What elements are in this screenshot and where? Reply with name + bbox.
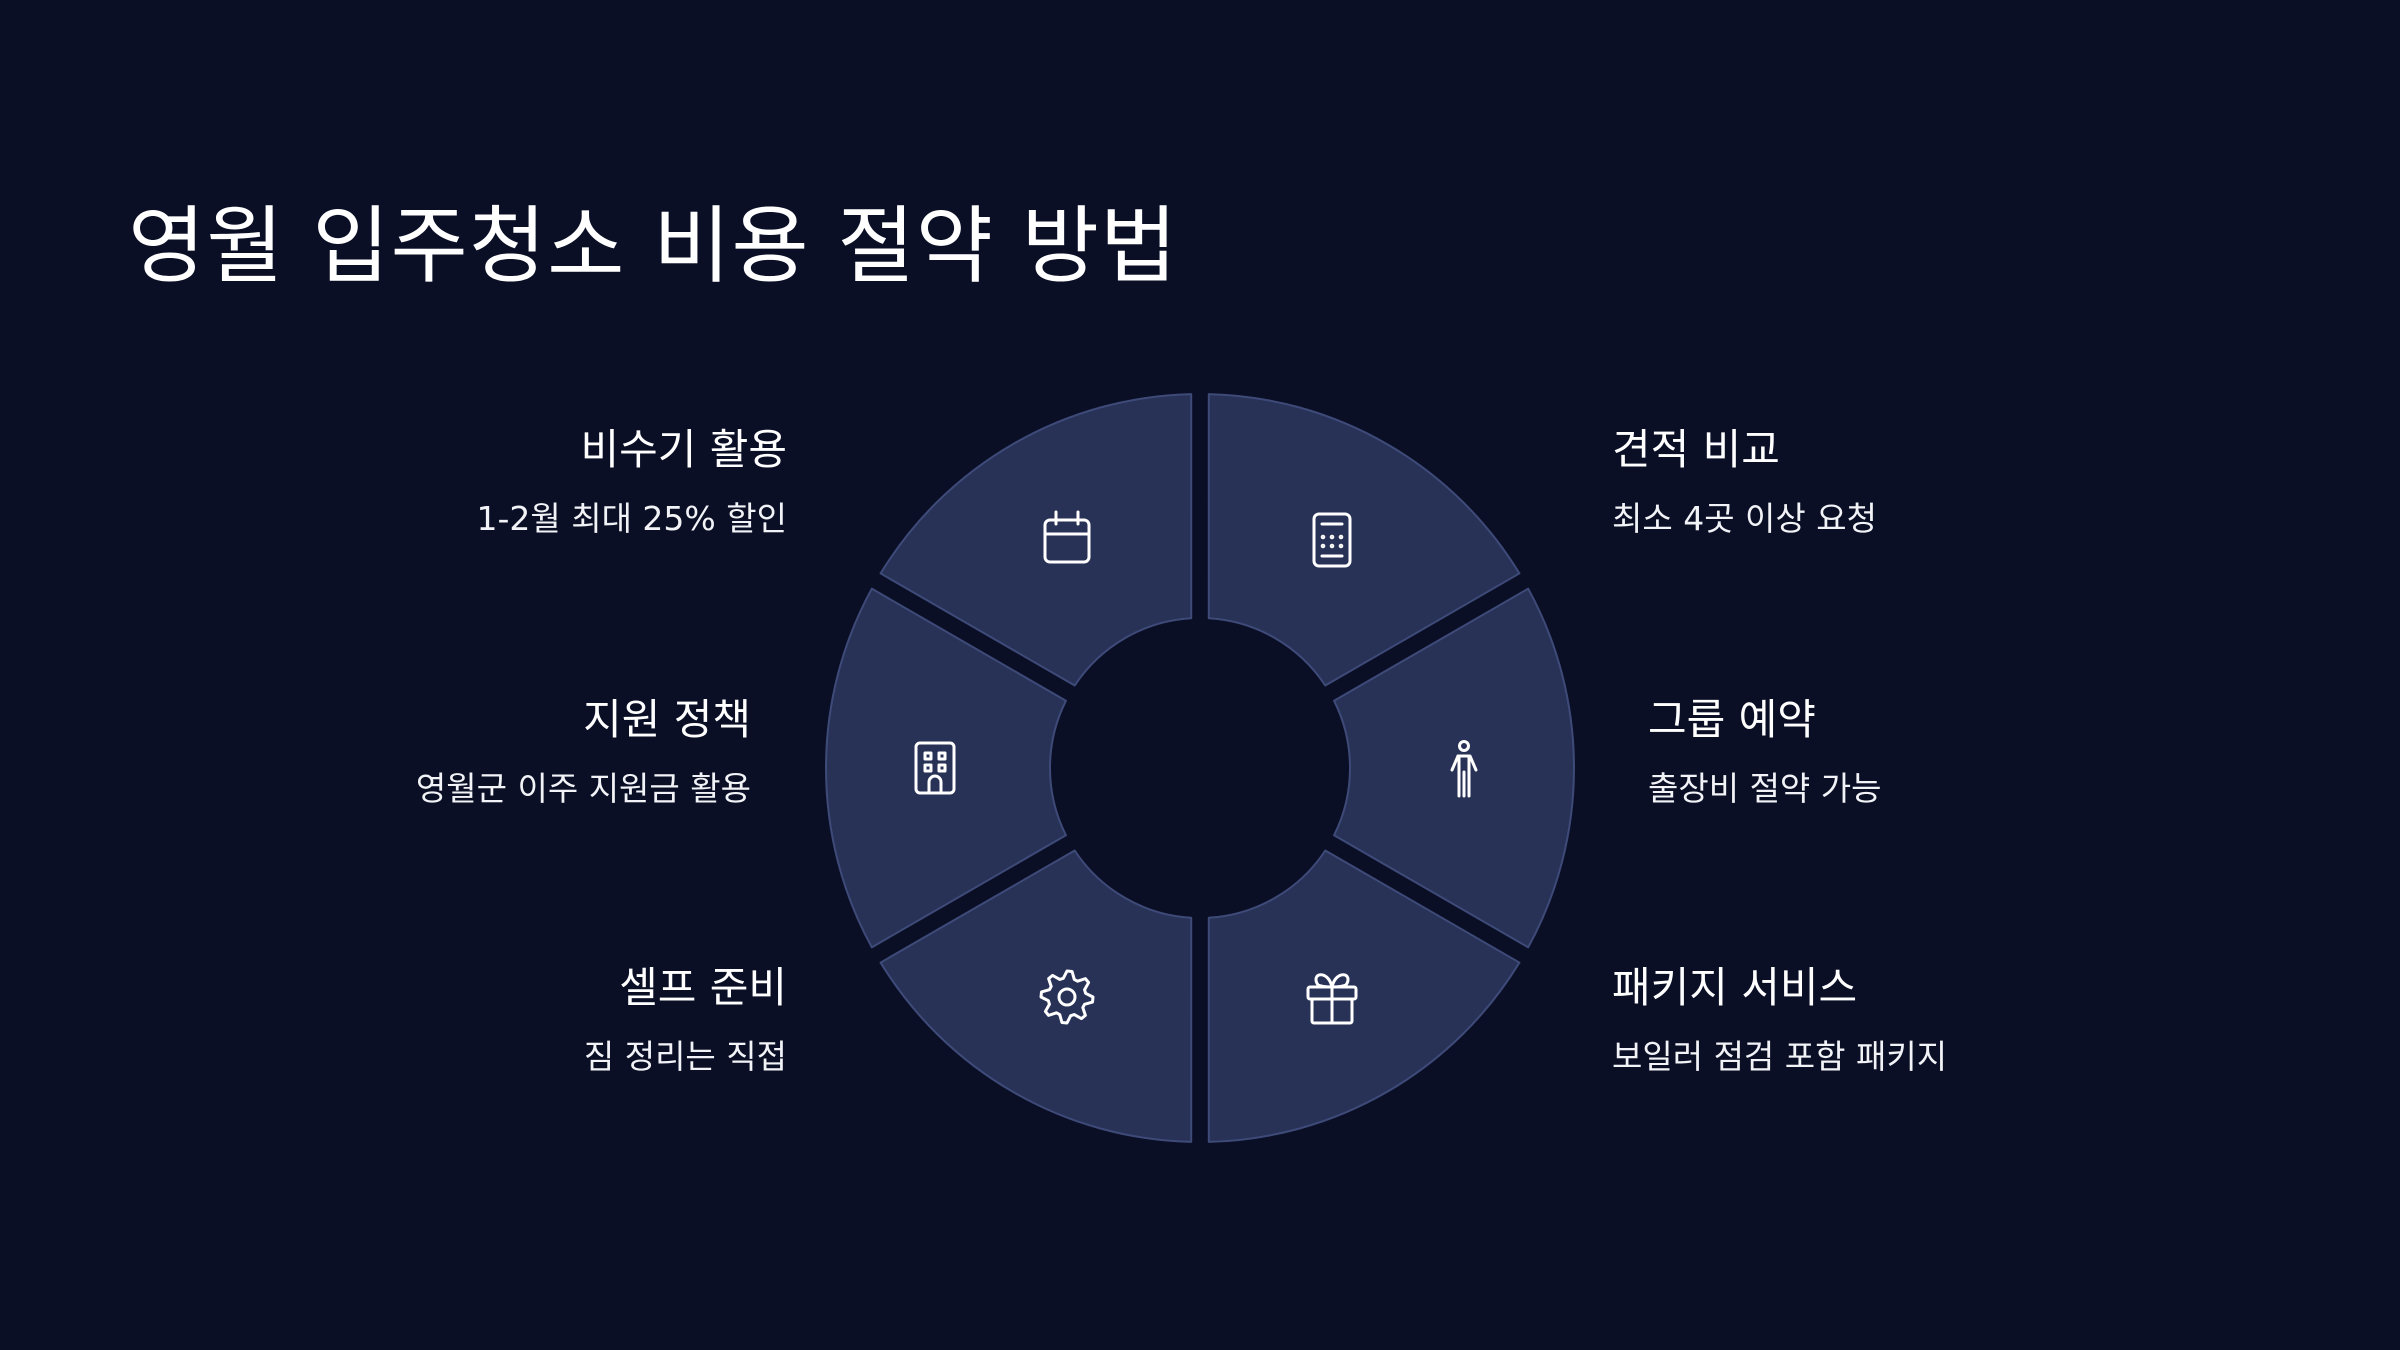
segment-self-prep	[879, 849, 1193, 1143]
item-group-booking: 그룹 예약 출장비 절약 가능	[1648, 695, 1882, 809]
calendar-icon	[1043, 510, 1091, 564]
item-heading: 지원 정책	[583, 695, 751, 744]
item-subtext: 최소 4곳 이상 요청	[1612, 499, 1877, 539]
item-heading: 견적 비교	[1612, 425, 1780, 474]
item-subtext: 보일러 점검 포함 패키지	[1612, 1037, 1948, 1077]
segment-quote-compare	[1207, 393, 1521, 687]
segment-package-service	[1207, 849, 1521, 1143]
item-quote-compare: 견적 비교 최소 4곳 이상 요청	[1612, 425, 1877, 539]
page-title: 영월 입주청소 비용 절약 방법	[128, 197, 1179, 295]
item-subtext: 짐 정리는 직접	[583, 1037, 787, 1077]
item-support-policy: 지원 정책 영월군 이주 지원금 활용	[416, 695, 751, 809]
item-heading: 그룹 예약	[1648, 695, 1816, 744]
calculator-icon	[1312, 512, 1352, 568]
gear-icon	[1039, 969, 1095, 1025]
item-heading: 패키지 서비스	[1612, 963, 1858, 1012]
item-subtext: 출장비 절약 가능	[1648, 769, 1882, 809]
item-subtext: 1-2월 최대 25% 할인	[476, 499, 787, 539]
segment-seasonal	[879, 393, 1193, 687]
item-package-service: 패키지 서비스 보일러 점검 포함 패키지	[1612, 963, 1947, 1077]
item-self-prep: 셀프 준비 짐 정리는 직접	[584, 963, 787, 1077]
gift-icon	[1306, 973, 1358, 1025]
person-icon	[1450, 740, 1478, 798]
item-heading: 셀프 준비	[619, 963, 787, 1012]
item-heading: 비수기 활용	[580, 425, 787, 474]
item-seasonal: 비수기 활용 1-2월 최대 25% 할인	[476, 425, 787, 539]
building-icon	[914, 741, 956, 795]
item-subtext: 영월군 이주 지원금 활용	[415, 769, 751, 809]
